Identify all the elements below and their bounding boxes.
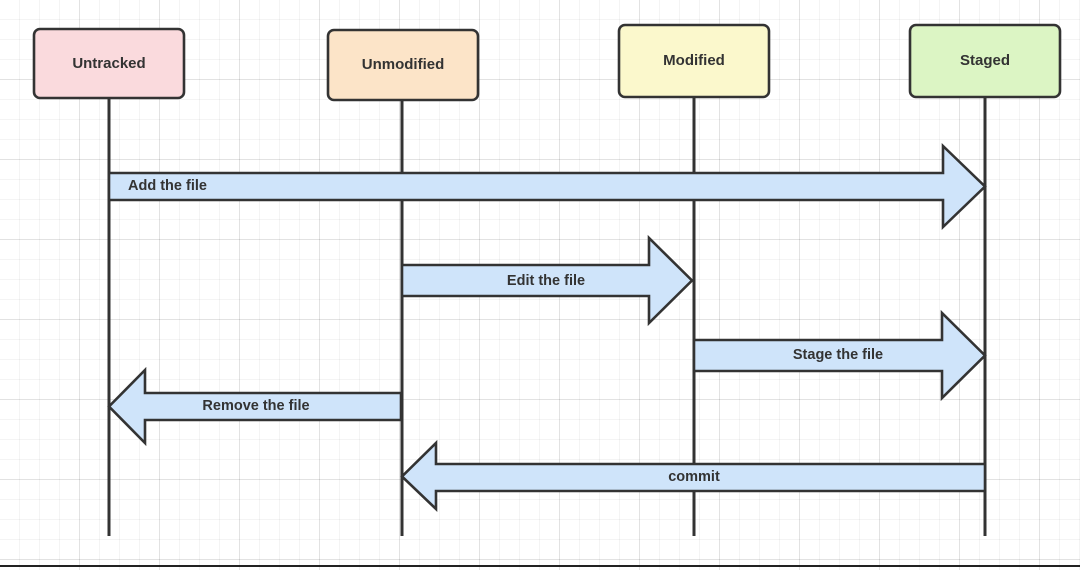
actor-modified[interactable]: Modified xyxy=(617,23,771,99)
message-label-commit: commit xyxy=(668,469,720,485)
message-stage-the-file[interactable]: Stage the file xyxy=(692,309,987,402)
message-label-add-the-file: Add the file xyxy=(128,178,207,194)
actor-box-untracked[interactable] xyxy=(32,27,186,100)
actor-label-unmodified: Unmodified xyxy=(362,56,445,73)
arrow-add-the-file[interactable] xyxy=(107,142,987,231)
actor-label-staged: Staged xyxy=(960,52,1010,69)
message-label-remove-the-file: Remove the file xyxy=(202,398,309,414)
actor-label-modified: Modified xyxy=(663,52,725,69)
actor-staged[interactable]: Staged xyxy=(908,23,1062,99)
message-label-edit-the-file: Edit the file xyxy=(507,273,585,289)
arrow-remove-the-file[interactable] xyxy=(107,366,403,447)
actor-unmodified[interactable]: Unmodified xyxy=(326,28,480,102)
arrow-stage-the-file[interactable] xyxy=(692,309,987,402)
actor-box-unmodified[interactable] xyxy=(326,28,480,102)
actor-label-untracked: Untracked xyxy=(72,55,145,72)
message-remove-the-file[interactable]: Remove the file xyxy=(107,366,403,447)
actor-untracked[interactable]: Untracked xyxy=(32,27,186,100)
message-add-the-file[interactable]: Add the file xyxy=(107,142,987,231)
message-label-stage-the-file: Stage the file xyxy=(793,347,883,363)
message-commit[interactable]: commit xyxy=(400,439,987,513)
message-edit-the-file[interactable]: Edit the file xyxy=(400,234,694,327)
arrow-edit-the-file[interactable] xyxy=(400,234,694,327)
actor-box-modified[interactable] xyxy=(617,23,771,99)
arrow-commit[interactable] xyxy=(400,439,987,513)
actor-box-staged[interactable] xyxy=(908,23,1062,99)
